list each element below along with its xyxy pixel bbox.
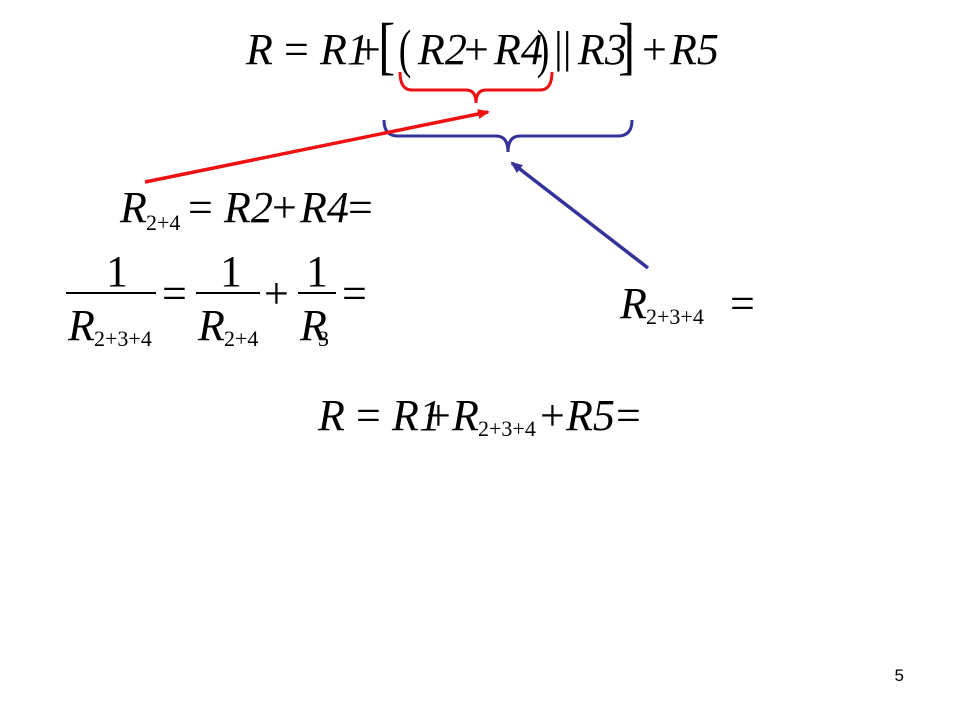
red-brace — [398, 71, 554, 104]
eq-final-plus2: + — [540, 391, 565, 440]
red-arrow — [144, 109, 490, 184]
eq-final-plus1: + — [426, 391, 451, 440]
frac1-numerator: 1 — [106, 247, 128, 296]
eq-top-plus1: + — [356, 25, 381, 74]
eq-final-lhs: R — [318, 391, 345, 440]
frac-equals2: = — [342, 269, 367, 318]
eq-final-r1: R1 — [392, 391, 441, 440]
eq-top-plus3: + — [642, 25, 667, 74]
eq-top-r3: R3 — [578, 25, 627, 74]
frac1-bar — [66, 292, 156, 294]
blue-arrow — [510, 161, 650, 270]
eq-final-r: R — [452, 391, 479, 440]
eq-final-equals: = — [356, 391, 381, 440]
eq-r24-r2: R2 — [224, 183, 273, 232]
eq-final-r5: R5 — [566, 391, 615, 440]
frac1-denominator-subscript: 2+3+4 — [94, 326, 152, 351]
blue-brace — [382, 119, 634, 153]
frac2-bar — [196, 292, 260, 294]
eq-final-subscript: 2+3+4 — [478, 416, 536, 441]
eq-top-lhs: R — [246, 25, 273, 74]
eq-top-r4: R4 — [494, 25, 543, 74]
eq-r24-plus: + — [272, 183, 297, 232]
eq-top-right-bracket: ] — [618, 10, 636, 81]
eq-top-r5: R5 — [670, 25, 719, 74]
eq-r234-subscript: 2+3+4 — [646, 304, 704, 329]
eq-top-r1: R1 — [320, 25, 369, 74]
eq-r234-r: R — [620, 279, 647, 328]
eq-r24-r: R — [120, 183, 147, 232]
eq-top-equals: = — [284, 25, 309, 74]
eq-top-right-paren: ) — [536, 19, 550, 79]
eq-r234-equals: = — [730, 279, 755, 328]
frac3-denominator-subscript: 3 — [318, 326, 329, 351]
eq-r24-r4: R4 — [300, 183, 349, 232]
frac-equals: = — [162, 269, 187, 318]
eq-top-left-bracket: [ — [378, 10, 396, 81]
eq-top-parallel: || — [554, 23, 572, 72]
frac3-denominator-r: R — [300, 301, 327, 350]
frac3-numerator: 1 — [306, 247, 328, 296]
eq-r24-subscript: 2+4 — [146, 210, 181, 235]
eq-top-plus2: + — [464, 25, 489, 74]
eq-top-r2: R2 — [418, 25, 467, 74]
frac1-denominator-r: R — [68, 301, 95, 350]
eq-r24-equals: = — [188, 183, 213, 232]
frac2-denominator-subscript: 2+4 — [224, 326, 259, 351]
eq-r24-equals2: = — [348, 183, 373, 232]
eq-top-left-paren: ( — [398, 19, 412, 79]
frac2-numerator: 1 — [220, 247, 242, 296]
eq-final-equals2: = — [616, 391, 641, 440]
frac2-denominator-r: R — [198, 301, 225, 350]
page-number: 5 — [894, 666, 904, 685]
frac3-bar — [298, 292, 336, 294]
frac-plus: + — [264, 269, 289, 318]
